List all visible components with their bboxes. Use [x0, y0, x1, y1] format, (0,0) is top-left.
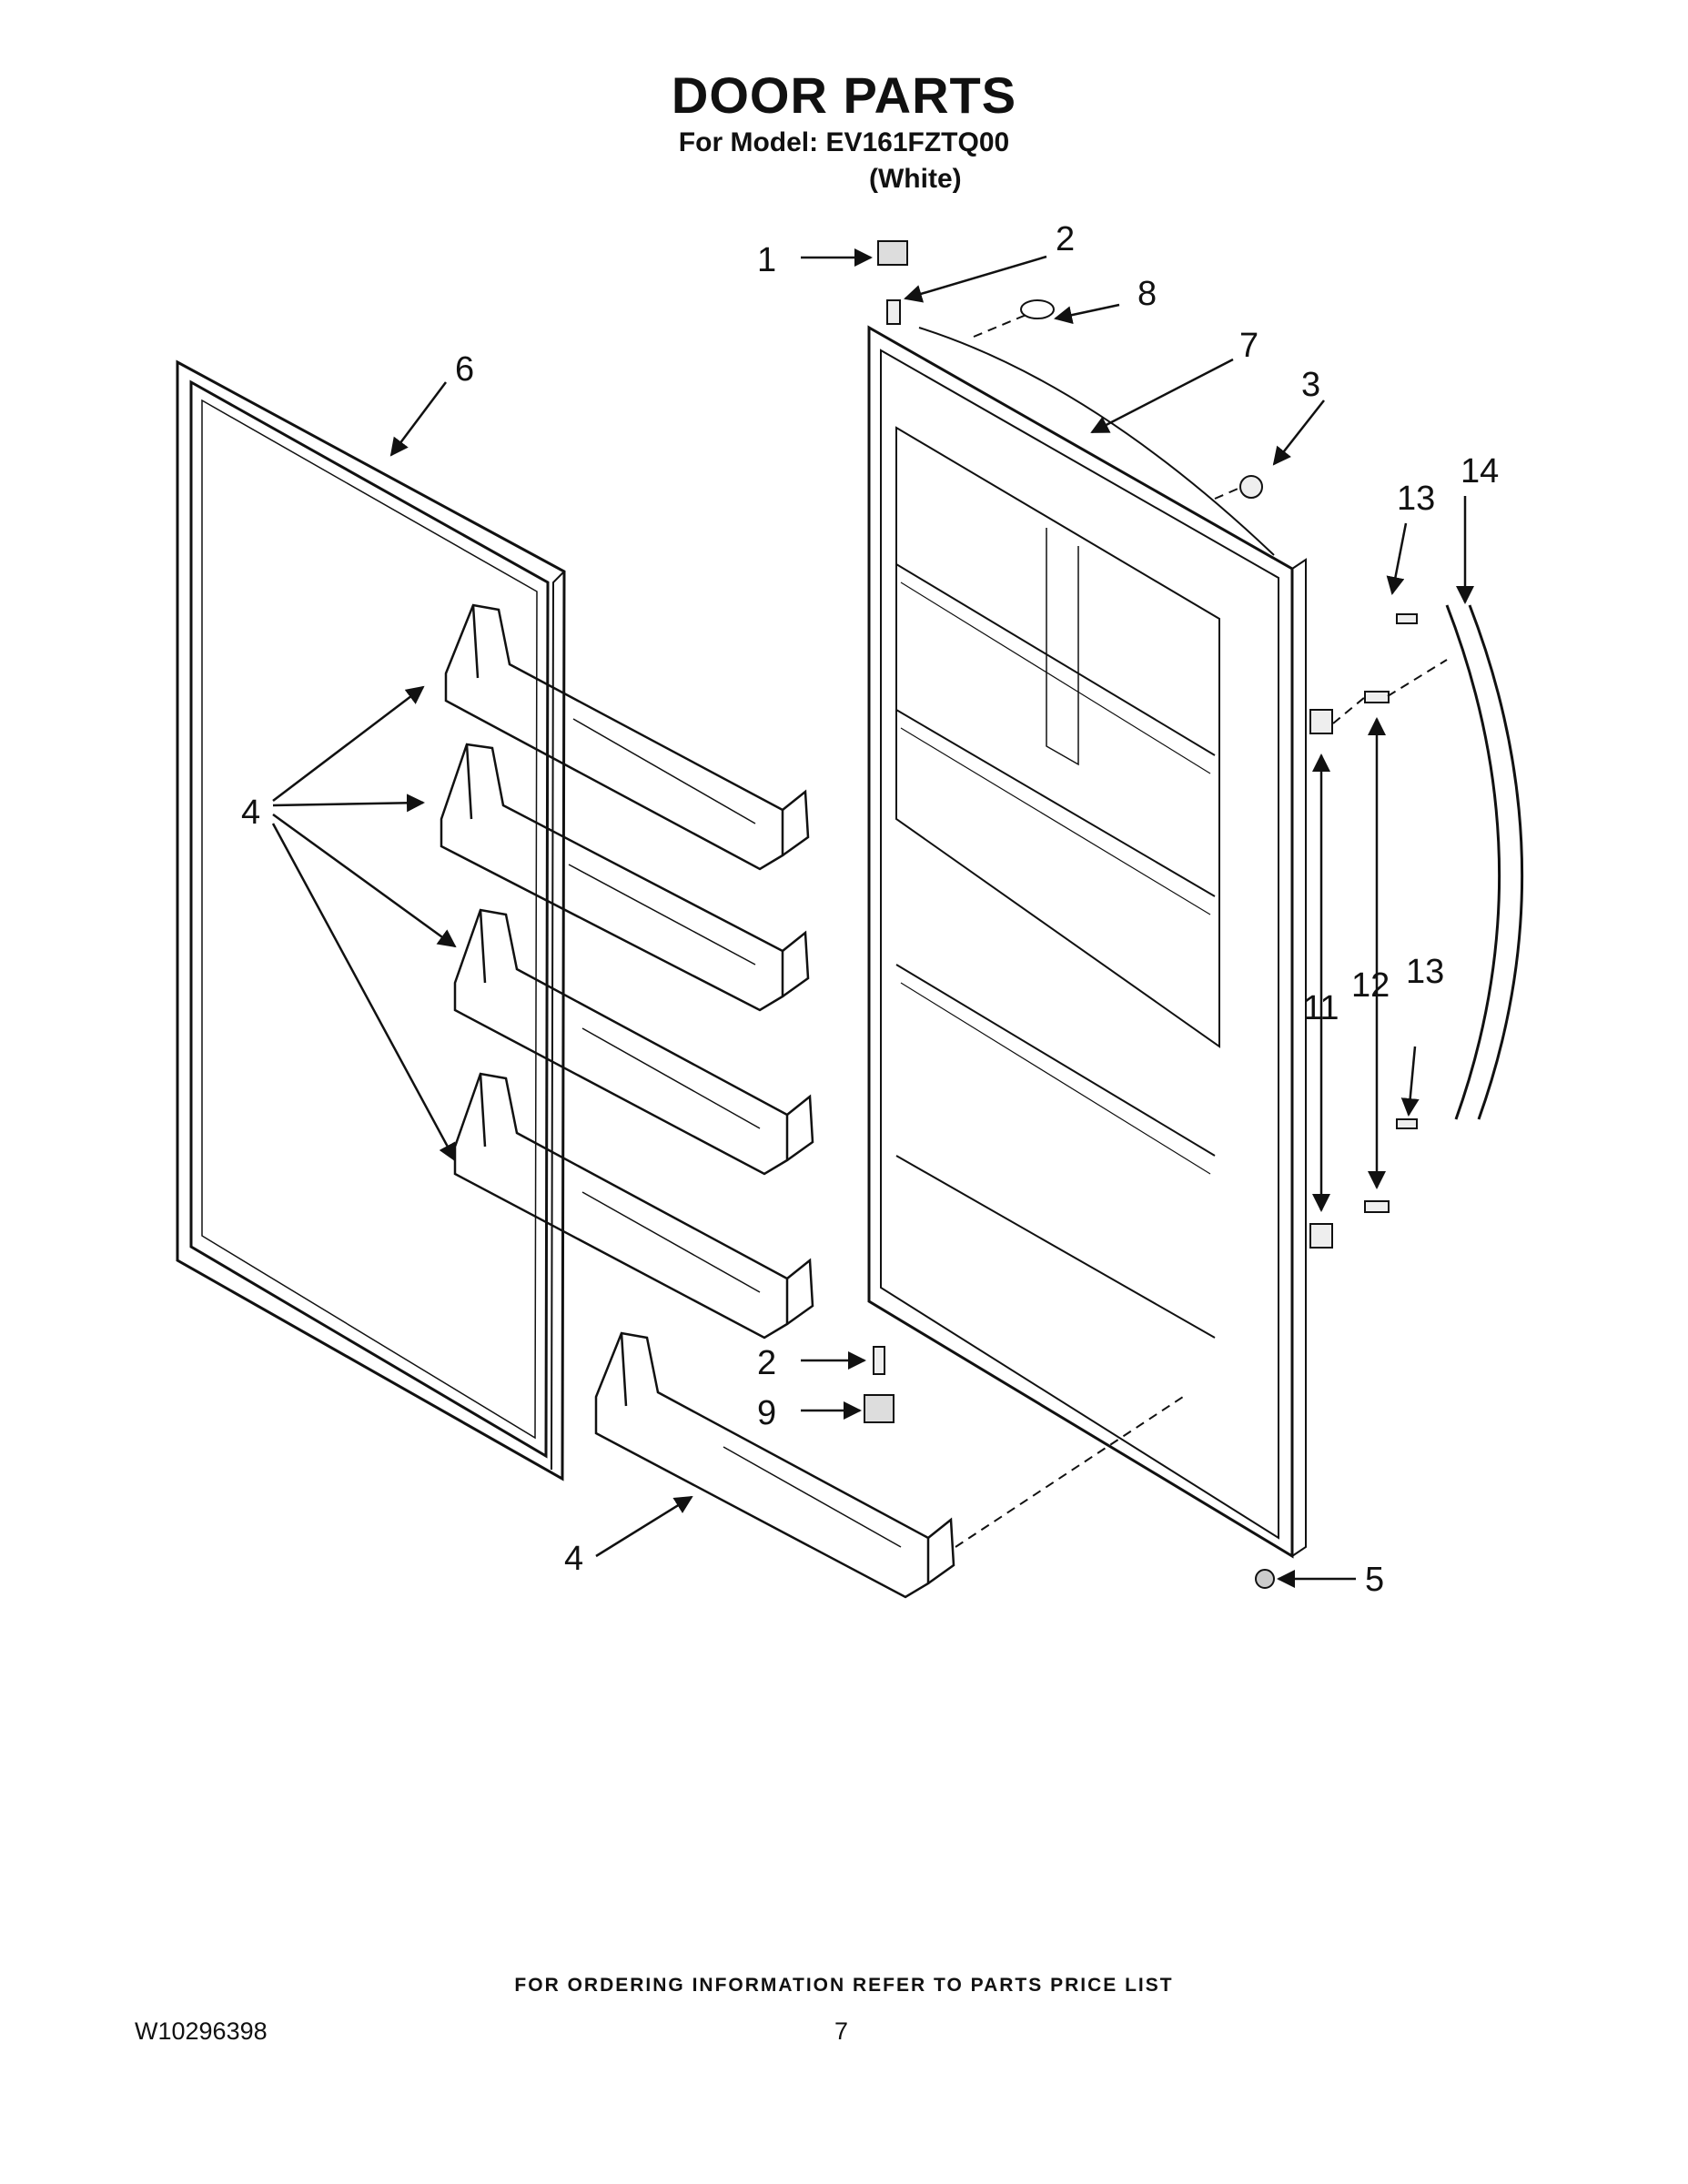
model-line: For Model: EV161FZTQ00: [678, 127, 1010, 157]
door-bins: [440, 603, 955, 1599]
page-number: 7: [834, 2017, 849, 2045]
callout-9: 9: [757, 1394, 776, 1432]
door-bin: [453, 1072, 814, 1340]
plug-button: [1020, 299, 1055, 319]
callout-4-left: 4: [241, 794, 260, 832]
callout-14: 14: [1461, 452, 1499, 490]
callout-2-bottom: 2: [757, 1344, 776, 1382]
callout-6: 6: [455, 350, 474, 389]
door-bin: [440, 743, 810, 1012]
hinge-pin-top: [886, 299, 901, 325]
leader-arrows: [271, 248, 1474, 1588]
callout-1: 1: [757, 241, 776, 279]
dashed-leaders: [955, 313, 1448, 1548]
door-bin: [444, 603, 810, 871]
callout-4-bottom: 4: [564, 1540, 583, 1578]
cap-part-3: [1239, 475, 1263, 499]
callout-3: 3: [1301, 366, 1320, 404]
hinge-bottom: [864, 1394, 895, 1423]
page-title: DOOR PARTS: [671, 66, 1017, 124]
callout-12: 12: [1351, 966, 1390, 1005]
door-bin: [594, 1331, 955, 1599]
callout-7: 7: [1239, 327, 1258, 365]
door-bin: [453, 908, 814, 1176]
ordering-note: FOR ORDERING INFORMATION REFER TO PARTS …: [514, 1975, 1174, 1996]
callout-11: 11: [1303, 989, 1339, 1027]
screws-and-spacers: [1309, 613, 1418, 1249]
callout-13-top: 13: [1397, 480, 1435, 518]
callout-5: 5: [1365, 1561, 1384, 1599]
color-line: (White): [869, 164, 962, 194]
door-stop-part-5: [1255, 1569, 1275, 1589]
door-liner: [867, 325, 1307, 1559]
hinge-pin-bottom: [873, 1346, 885, 1375]
document-number: W10296398: [135, 2017, 268, 2045]
callout-8: 8: [1137, 275, 1157, 313]
hinge-top: [877, 240, 908, 266]
callout-13-bottom: 13: [1406, 953, 1444, 991]
door-handle: [1445, 604, 1524, 1120]
callout-2-top: 2: [1056, 220, 1075, 258]
door-gasket: [176, 359, 566, 1481]
